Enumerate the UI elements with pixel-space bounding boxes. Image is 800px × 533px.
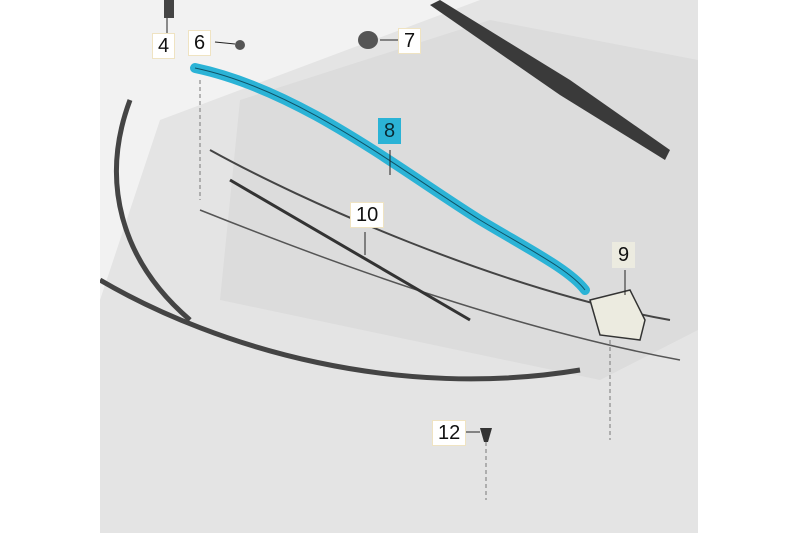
callout-4: 4 <box>152 33 176 59</box>
callout-9: 9 <box>612 242 636 268</box>
callout-8-highlighted: 8 <box>378 118 402 144</box>
callout-12: 12 <box>432 420 467 446</box>
parts-diagram: 4 6 7 8 9 10 12 <box>100 0 698 533</box>
diagram-artwork <box>100 0 698 533</box>
callout-6: 6 <box>188 30 212 56</box>
callout-10: 10 <box>350 202 385 228</box>
callout-7: 7 <box>398 28 422 54</box>
